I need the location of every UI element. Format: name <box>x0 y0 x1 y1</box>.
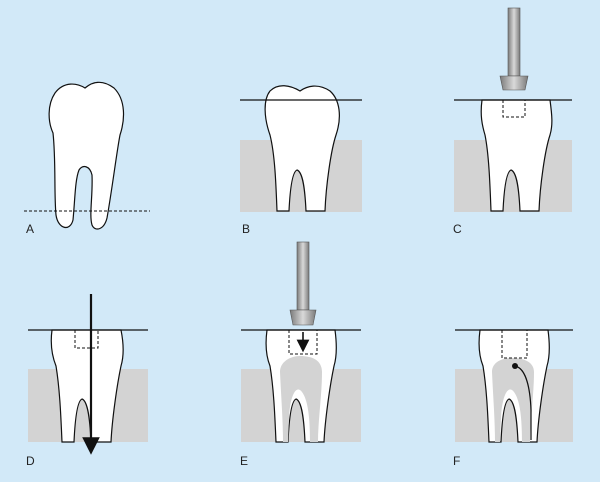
panel-label-d: D <box>26 454 35 468</box>
drill-shaft <box>507 7 521 77</box>
panel-e: E <box>240 241 361 468</box>
panel-label-f: F <box>453 454 460 468</box>
panel-label-a: A <box>26 222 34 236</box>
tooth <box>48 81 125 230</box>
file-instrument <box>514 365 532 440</box>
pulp-canal <box>492 358 534 442</box>
tooth <box>264 85 340 212</box>
panel-label-c: C <box>453 222 462 236</box>
panel-label-e: E <box>240 454 248 468</box>
tooth <box>480 99 553 212</box>
access-cavity <box>288 330 318 355</box>
file-tip <box>512 363 518 369</box>
panel-a: A <box>24 81 150 236</box>
drill-shaft <box>296 241 310 311</box>
drill-bit <box>499 75 529 91</box>
panel-c: C <box>453 7 572 236</box>
panel-label-b: B <box>242 222 250 236</box>
tooth <box>50 329 124 443</box>
panel-d: D <box>26 294 148 468</box>
access-cavity <box>74 330 99 349</box>
drill-bit <box>289 309 317 326</box>
panel-f: F <box>453 329 573 468</box>
panel-b: B <box>240 85 362 236</box>
access-cavity <box>501 330 528 359</box>
pulp-canal <box>280 356 322 442</box>
access-cavity <box>502 100 526 118</box>
